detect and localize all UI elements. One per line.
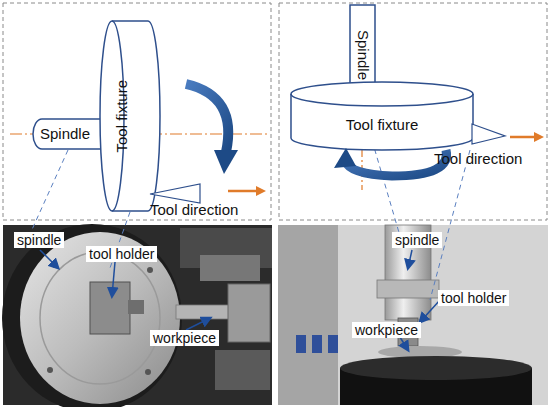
machine-part — [200, 255, 260, 281]
connector — [296, 335, 306, 353]
part-label: spindle — [14, 232, 64, 248]
direction-arrowhead — [256, 186, 266, 196]
panel-frame — [279, 3, 547, 220]
part-label: tool holder — [438, 290, 509, 306]
leader-arrow — [40, 250, 58, 268]
rotation-arrowhead — [334, 148, 356, 168]
node-label: Spindle — [40, 126, 90, 143]
leader-arrow — [408, 250, 412, 268]
direction-label: Tool direction — [434, 150, 522, 167]
link-line — [430, 150, 470, 300]
rotation-arrow — [186, 84, 228, 152]
connector — [312, 335, 322, 353]
node-content: Tool fixture — [290, 80, 474, 152]
direction-arrow — [510, 136, 534, 139]
bolt — [145, 369, 151, 375]
part-label: workpiece — [150, 330, 219, 346]
node-content: Tool fixture — [98, 20, 162, 212]
spindle-ring — [2, 224, 182, 407]
direction-arrow — [228, 190, 256, 193]
leader-arrow — [186, 318, 210, 330]
chuck — [228, 284, 270, 342]
part-label: spindle — [392, 232, 442, 248]
tool-fixture-disc: Tool fixture — [290, 80, 474, 152]
outline-path — [100, 21, 160, 211]
leader-arrow — [420, 300, 440, 322]
bolt — [52, 262, 58, 268]
cutting-tool — [472, 124, 505, 144]
direction-label: Tool direction — [150, 201, 238, 218]
spindle-face-ring — [40, 252, 160, 384]
workpiece-shaft — [176, 305, 234, 319]
cutting-tool — [150, 184, 200, 203]
part-label: workpiece — [352, 322, 421, 338]
bolt — [147, 267, 153, 273]
tool-insert — [128, 300, 144, 314]
tool-holder-part — [90, 282, 130, 334]
spindle-collar — [377, 280, 439, 298]
node-outline — [98, 20, 162, 212]
connector — [328, 335, 338, 353]
panel-frame — [3, 3, 271, 220]
rotation-arrowhead — [214, 150, 238, 174]
outline-path — [291, 82, 473, 150]
direction-arrowhead — [534, 132, 544, 142]
node-label: Tool fixture — [114, 80, 131, 153]
spindle-face — [20, 232, 180, 404]
tool-fixture-disc: Tool fixture — [98, 20, 162, 212]
bolt — [47, 367, 53, 373]
node-label: Tool fixture — [346, 117, 419, 134]
machine-part — [215, 350, 270, 390]
rotary-table-top — [340, 356, 532, 380]
rotation-arrow — [346, 150, 447, 176]
part-label: tool holder — [86, 246, 157, 262]
outline-path — [291, 94, 473, 106]
photo-background — [278, 225, 548, 405]
leader-arrow — [112, 262, 115, 296]
machine-wall — [278, 225, 338, 405]
node-label: Spindle — [354, 30, 371, 80]
link-line — [30, 150, 68, 234]
